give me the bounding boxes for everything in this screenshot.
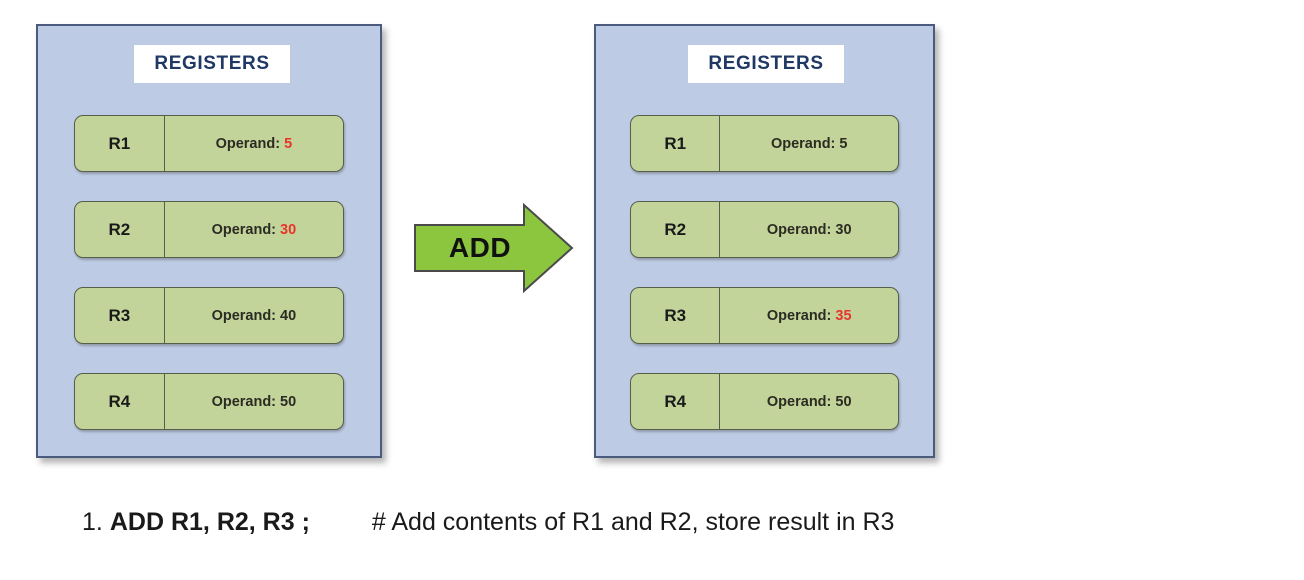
register-value-number-r4-after: 50 [835,393,852,410]
register-value-label-r1-after: Operand: [770,135,840,152]
instruction-caption: 1. ADD R1, R2, R3 ; # Add contents of R1… [82,508,894,537]
register-name-r4-before: R4 [75,374,165,429]
register-value-r3-before: Operand: 40 [165,288,343,343]
register-value-r4-before: Operand: 50 [165,374,343,429]
register-row-r4-after: R4 Operand: 50 [630,373,899,430]
register-row-r1-after: R1 Operand: 5 [630,115,899,172]
register-row-r1-before: R1 Operand: 5 [74,115,344,172]
register-value-number-r1-after: 5 [839,135,848,152]
register-value-r2-after: Operand: 30 [720,202,898,257]
register-value-label-r2-before: Operand: [211,221,281,238]
register-value-number-r3-after: 35 [835,307,852,324]
register-value-number-r3-before: 40 [280,307,297,324]
register-value-label-r4-before: Operand: [211,393,281,410]
arrow-right-icon [414,203,574,293]
register-value-label-r3-before: Operand: [211,307,281,324]
register-value-label-r3-after: Operand: [766,307,836,324]
register-value-r4-after: Operand: 50 [720,374,898,429]
register-panel-before: REGISTERS R1 Operand: 5 R2 Operand: 30 R… [36,24,382,458]
register-name-r1-before: R1 [75,116,165,171]
register-name-r4-after: R4 [631,374,721,429]
register-value-number-r4-before: 50 [280,393,297,410]
register-list-after: R1 Operand: 5 R2 Operand: 30 R3 Operand:… [630,115,899,430]
register-value-number-r2-after: 30 [835,221,852,238]
register-name-r2-before: R2 [75,202,165,257]
register-row-r3-before: R3 Operand: 40 [74,287,344,344]
register-value-r3-after: Operand: 35 [720,288,898,343]
register-value-number-r1-before: 5 [284,135,293,152]
register-value-label-r2-after: Operand: [766,221,836,238]
caption-instruction: ADD R1, R2, R3 ; [109,508,310,536]
register-value-number-r2-before: 30 [280,221,297,238]
panel-title-registers-before: REGISTERS [134,45,290,83]
register-value-r1-before: Operand: 5 [165,116,343,171]
register-name-r3-after: R3 [631,288,721,343]
register-value-r2-before: Operand: 30 [165,202,343,257]
caption-list-number: 1. [82,508,103,536]
register-name-r3-before: R3 [75,288,165,343]
register-row-r4-before: R4 Operand: 50 [74,373,344,430]
register-panel-after: REGISTERS R1 Operand: 5 R2 Operand: 30 R… [594,24,935,458]
register-value-label-r4-after: Operand: [766,393,836,410]
register-row-r3-after: R3 Operand: 35 [630,287,899,344]
register-name-r2-after: R2 [631,202,721,257]
register-row-r2-before: R2 Operand: 30 [74,201,344,258]
register-value-r1-after: Operand: 5 [720,116,898,171]
register-row-r2-after: R2 Operand: 30 [630,201,899,258]
panel-title-registers-after: REGISTERS [688,45,844,83]
register-name-r1-after: R1 [631,116,721,171]
caption-comment: # Add contents of R1 and R2, store resul… [371,508,895,536]
register-value-label-r1-before: Operand: [215,135,285,152]
add-operation-arrow: ADD [414,203,574,293]
register-list-before: R1 Operand: 5 R2 Operand: 30 R3 Operand:… [74,115,344,430]
